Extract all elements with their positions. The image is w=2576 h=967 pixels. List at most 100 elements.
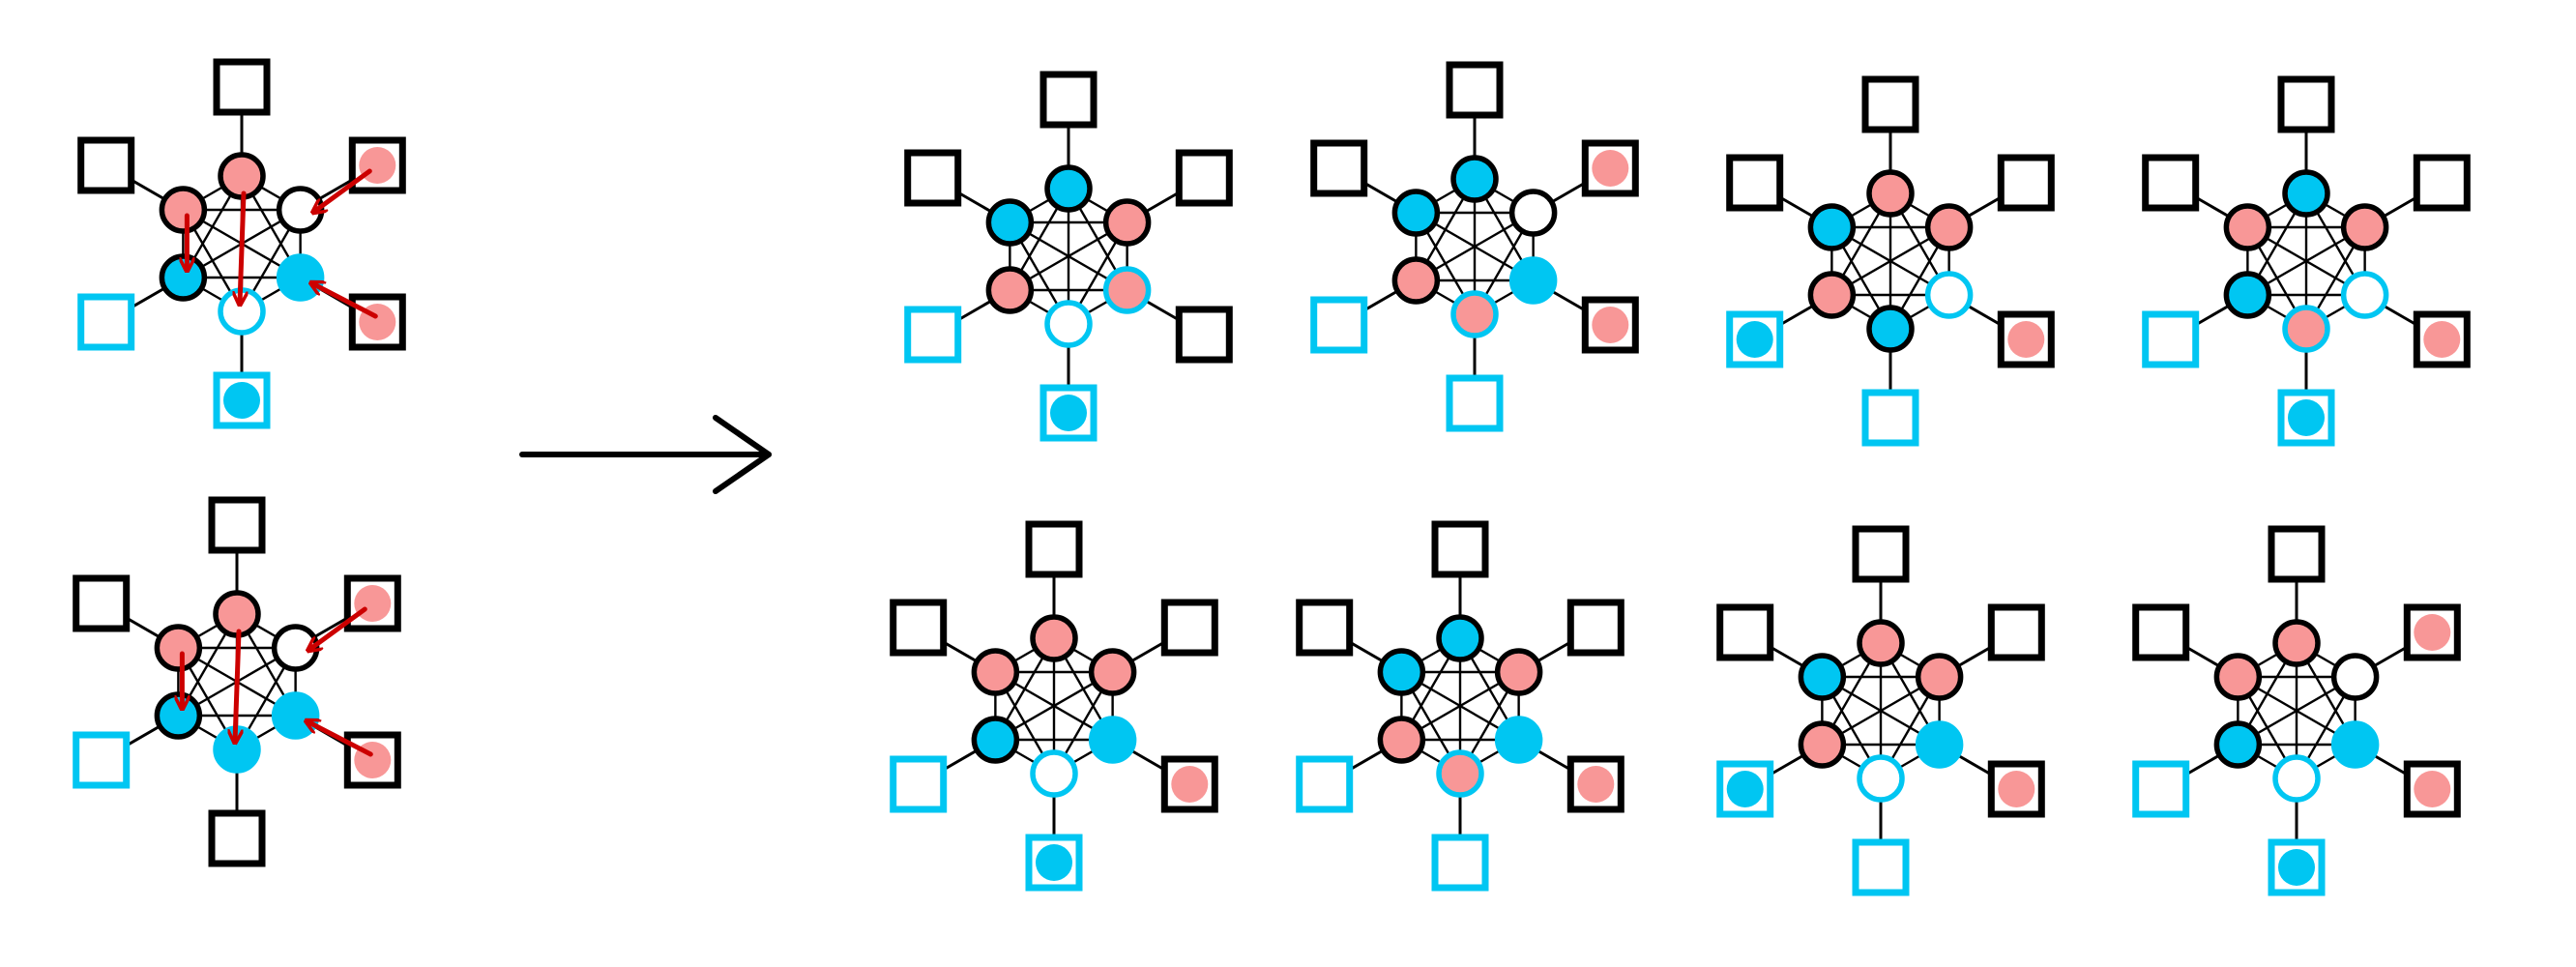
leaf-square xyxy=(1025,520,1083,578)
graph-node xyxy=(1494,648,1543,696)
leaf-square xyxy=(2268,525,2326,583)
graph-node xyxy=(1857,754,1905,803)
graph-node xyxy=(1102,266,1152,314)
graph-node xyxy=(2340,271,2389,319)
leaf-square xyxy=(904,149,962,207)
output-graph-1 xyxy=(904,71,1233,442)
leaf-square xyxy=(2413,154,2471,212)
leaf-dot xyxy=(1050,395,1087,431)
output-graph-2 xyxy=(1310,61,1639,432)
leaf-square xyxy=(1175,306,1233,364)
graph-node xyxy=(1915,720,1964,769)
leaf-square xyxy=(208,496,266,554)
leaf-square xyxy=(1861,389,1919,447)
leaf-square xyxy=(1039,71,1098,129)
graph-node xyxy=(1450,290,1499,338)
leaf-dot xyxy=(2414,614,2451,651)
graph-node xyxy=(276,253,325,302)
output-graph-4 xyxy=(2142,75,2471,447)
leaf-dot xyxy=(223,382,260,419)
graph-node xyxy=(159,186,208,234)
leaf-square xyxy=(1310,139,1368,197)
graph-node xyxy=(2340,203,2389,251)
leaf-square xyxy=(1852,525,1910,583)
move-arrow xyxy=(307,721,373,757)
leaf-square xyxy=(1160,599,1218,657)
graph-node xyxy=(1798,653,1847,701)
graph-node xyxy=(1030,614,1078,662)
leaf-square xyxy=(2132,603,2190,661)
leaf-dot xyxy=(2288,399,2325,436)
leaf-square xyxy=(208,809,266,867)
leaf-square xyxy=(1310,296,1368,354)
output-graph-3 xyxy=(1726,75,2055,447)
leaf-dot xyxy=(1592,307,1629,343)
leaf-dot xyxy=(1726,771,1764,807)
graph-node xyxy=(1508,189,1558,237)
leaf-dot xyxy=(2278,849,2315,886)
graph-node xyxy=(2223,203,2272,251)
leaf-square xyxy=(2277,75,2335,133)
leaf-square xyxy=(1852,838,1910,896)
graph-node xyxy=(1807,271,1857,319)
leaf-square xyxy=(1175,149,1233,207)
graph-node xyxy=(1377,648,1426,696)
graph-node xyxy=(1436,749,1484,798)
graph-node xyxy=(1857,619,1905,667)
graph-node xyxy=(271,691,320,740)
graph-node xyxy=(2282,169,2330,218)
transformation-arrow xyxy=(519,415,772,494)
graph-node xyxy=(1450,155,1499,203)
graph-node xyxy=(1924,203,1974,251)
leaf-square xyxy=(1446,374,1504,432)
leaf-square xyxy=(2132,760,2190,818)
graph-node xyxy=(154,624,203,672)
move-arrow xyxy=(314,168,372,212)
main-arrow-head xyxy=(713,415,772,494)
leaf-dot xyxy=(1592,150,1629,187)
output-graph-7 xyxy=(1716,525,2045,896)
leaf-square xyxy=(73,731,131,789)
graph-node xyxy=(2213,720,2263,769)
leaf-square xyxy=(213,58,271,116)
leaf-dot xyxy=(2423,321,2461,358)
leaf-square xyxy=(2142,310,2200,368)
leaf-dot xyxy=(1036,844,1072,881)
graph-node xyxy=(2330,720,2380,769)
graph-node xyxy=(218,152,266,200)
output-graphs xyxy=(890,61,2471,896)
graph-node xyxy=(985,198,1035,247)
graph-node xyxy=(2272,754,2321,803)
leaf-dot xyxy=(354,585,392,622)
input-graphs xyxy=(73,58,406,867)
graph-node xyxy=(1798,720,1847,769)
graph-node xyxy=(971,716,1020,764)
move-arrow xyxy=(309,606,367,650)
leaf-square xyxy=(1997,154,2055,212)
leaf-dot xyxy=(2007,321,2045,358)
graph-node xyxy=(971,648,1020,696)
leaf-square xyxy=(1446,61,1504,119)
leaf-dot xyxy=(1171,766,1209,803)
graph-node xyxy=(1391,189,1441,237)
graph-node xyxy=(1436,614,1484,662)
leaf-square xyxy=(73,574,131,632)
leaf-square xyxy=(1431,834,1489,892)
leaf-dot xyxy=(1577,766,1615,803)
graph-node xyxy=(213,590,261,638)
graph-node xyxy=(1508,256,1558,305)
graph-node xyxy=(1924,271,1974,319)
input-graph-bottom xyxy=(73,496,401,867)
graph-node xyxy=(1044,164,1093,213)
graph-node xyxy=(1088,648,1137,696)
leaf-square xyxy=(1566,599,1625,657)
leaf-square xyxy=(2142,154,2200,212)
graph-node xyxy=(1088,716,1137,764)
graph-node xyxy=(2282,305,2330,353)
graph-node xyxy=(159,253,208,302)
move-arrow xyxy=(312,283,378,319)
leaf-square xyxy=(77,293,135,351)
graph-node xyxy=(1044,300,1093,348)
